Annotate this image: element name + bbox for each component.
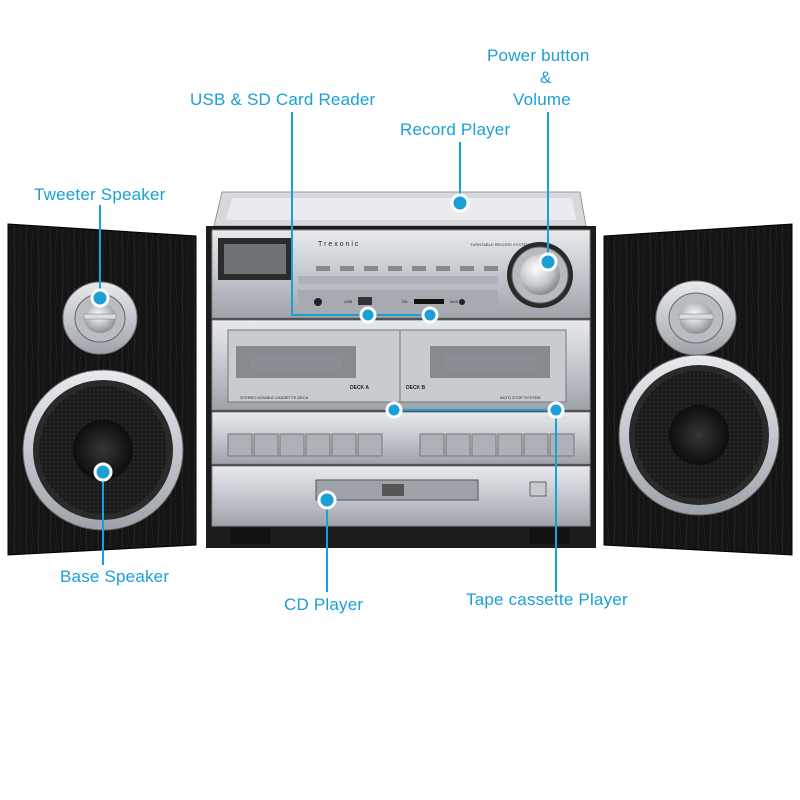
- cd-player-label: CD Player: [284, 595, 364, 614]
- deck-a-caption: STEREO DOUBLE CASSETTE DECK: [240, 395, 309, 400]
- tweeter-label: Tweeter Speaker: [34, 185, 166, 204]
- usb-label: USB: [344, 299, 353, 304]
- power-button-label: Power button: [487, 46, 590, 65]
- deck-a-label: DECK A: [350, 385, 369, 391]
- cd-tray: [211, 465, 591, 527]
- record-player-label: Record Player: [400, 120, 511, 139]
- aux-label: AUX IN: [450, 299, 463, 304]
- cd-logo: [382, 484, 404, 496]
- deck-b-label: DECK B: [406, 385, 426, 391]
- callout-dots: [90, 193, 565, 510]
- sd-label: SD: [402, 299, 408, 304]
- device-subtitle: TURNTABLE RECORD SYSTEM: [470, 242, 530, 247]
- right-tweeter: [655, 280, 737, 356]
- cd-dot: [317, 490, 337, 510]
- usb-dot: [359, 306, 377, 324]
- left-woofer: [22, 369, 184, 531]
- deck-b-caption: AUTO STOP SYSTEM: [500, 395, 540, 400]
- tweeter-dot: [90, 288, 110, 308]
- volume-knob: [507, 242, 573, 308]
- headphone-jack: [314, 298, 322, 306]
- tape-player-label: Tape cassette Player: [466, 590, 628, 609]
- top-button-row: [316, 266, 498, 271]
- deck-b: DECK B AUTO STOP SYSTEM: [399, 329, 567, 403]
- sd-slot: [414, 299, 444, 304]
- usb-sd-label: USB & SD Card Reader: [190, 90, 376, 109]
- base-speaker-dot: [93, 462, 113, 482]
- main-unit: T r e x o n i c TURNTABLE RECORD SYSTEM …: [206, 191, 596, 548]
- turntable-lid: [213, 191, 587, 227]
- power-dot: [538, 252, 558, 272]
- aux-jack: [459, 299, 465, 305]
- power-ampersand-label: &: [540, 68, 552, 87]
- deck-a-transport-buttons: [227, 433, 383, 457]
- sd-dot: [421, 306, 439, 324]
- usb-port: [358, 297, 372, 305]
- right-woofer: [618, 354, 780, 516]
- deck-a-dot: [385, 401, 403, 419]
- usb-sd-leader: [291, 112, 430, 316]
- power-volume-label: Volume: [513, 90, 571, 109]
- record-player-dot: [450, 193, 470, 213]
- brand-logo: T r e x o n i c: [318, 241, 359, 248]
- deck-a: DECK A STEREO DOUBLE CASSETTE DECK: [227, 329, 401, 403]
- left-speaker: [7, 223, 197, 556]
- right-speaker: [603, 223, 793, 556]
- deck-b-dot: [547, 401, 565, 419]
- base-speaker-label: Base Speaker: [60, 567, 170, 586]
